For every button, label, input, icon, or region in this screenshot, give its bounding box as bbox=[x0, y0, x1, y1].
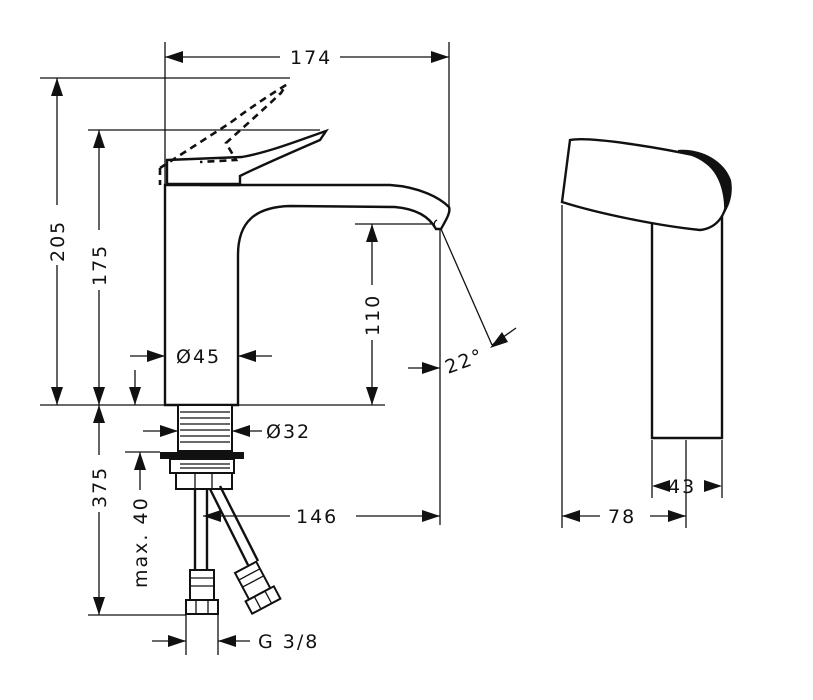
side-lever-outline bbox=[560, 138, 730, 232]
dim-max-40: max. 40 bbox=[130, 496, 152, 588]
dim-110: 110 bbox=[362, 294, 384, 336]
side-body-outline bbox=[650, 206, 724, 440]
lever-solid bbox=[165, 128, 329, 186]
side-lever-cap bbox=[678, 149, 732, 214]
dim-174: 174 bbox=[290, 47, 332, 69]
dim-205: 205 bbox=[47, 220, 69, 262]
dim-angle: 22° bbox=[442, 344, 487, 378]
threaded-shank bbox=[177, 404, 233, 452]
supply-hoses bbox=[185, 485, 282, 616]
dim-78: 78 bbox=[608, 506, 636, 528]
spout-outline bbox=[433, 219, 438, 230]
dim-thread: G 3/8 bbox=[258, 631, 319, 653]
side-view: 78 43 bbox=[560, 138, 732, 528]
dim-43: 43 bbox=[668, 476, 696, 498]
lever-raised-dashed bbox=[159, 83, 288, 170]
dim-diameter-45: Ø45 bbox=[176, 346, 221, 368]
dim-175: 175 bbox=[89, 244, 111, 286]
dimension-lines: 174 205 175 110 Ø45 Ø32 bbox=[40, 42, 517, 655]
front-view bbox=[158, 83, 451, 616]
faucet-body-outline bbox=[163, 183, 451, 407]
dim-375: 375 bbox=[89, 466, 111, 508]
dim-diameter-32: Ø32 bbox=[266, 421, 311, 443]
mounting-nut bbox=[160, 452, 244, 490]
dim-146: 146 bbox=[296, 506, 338, 528]
